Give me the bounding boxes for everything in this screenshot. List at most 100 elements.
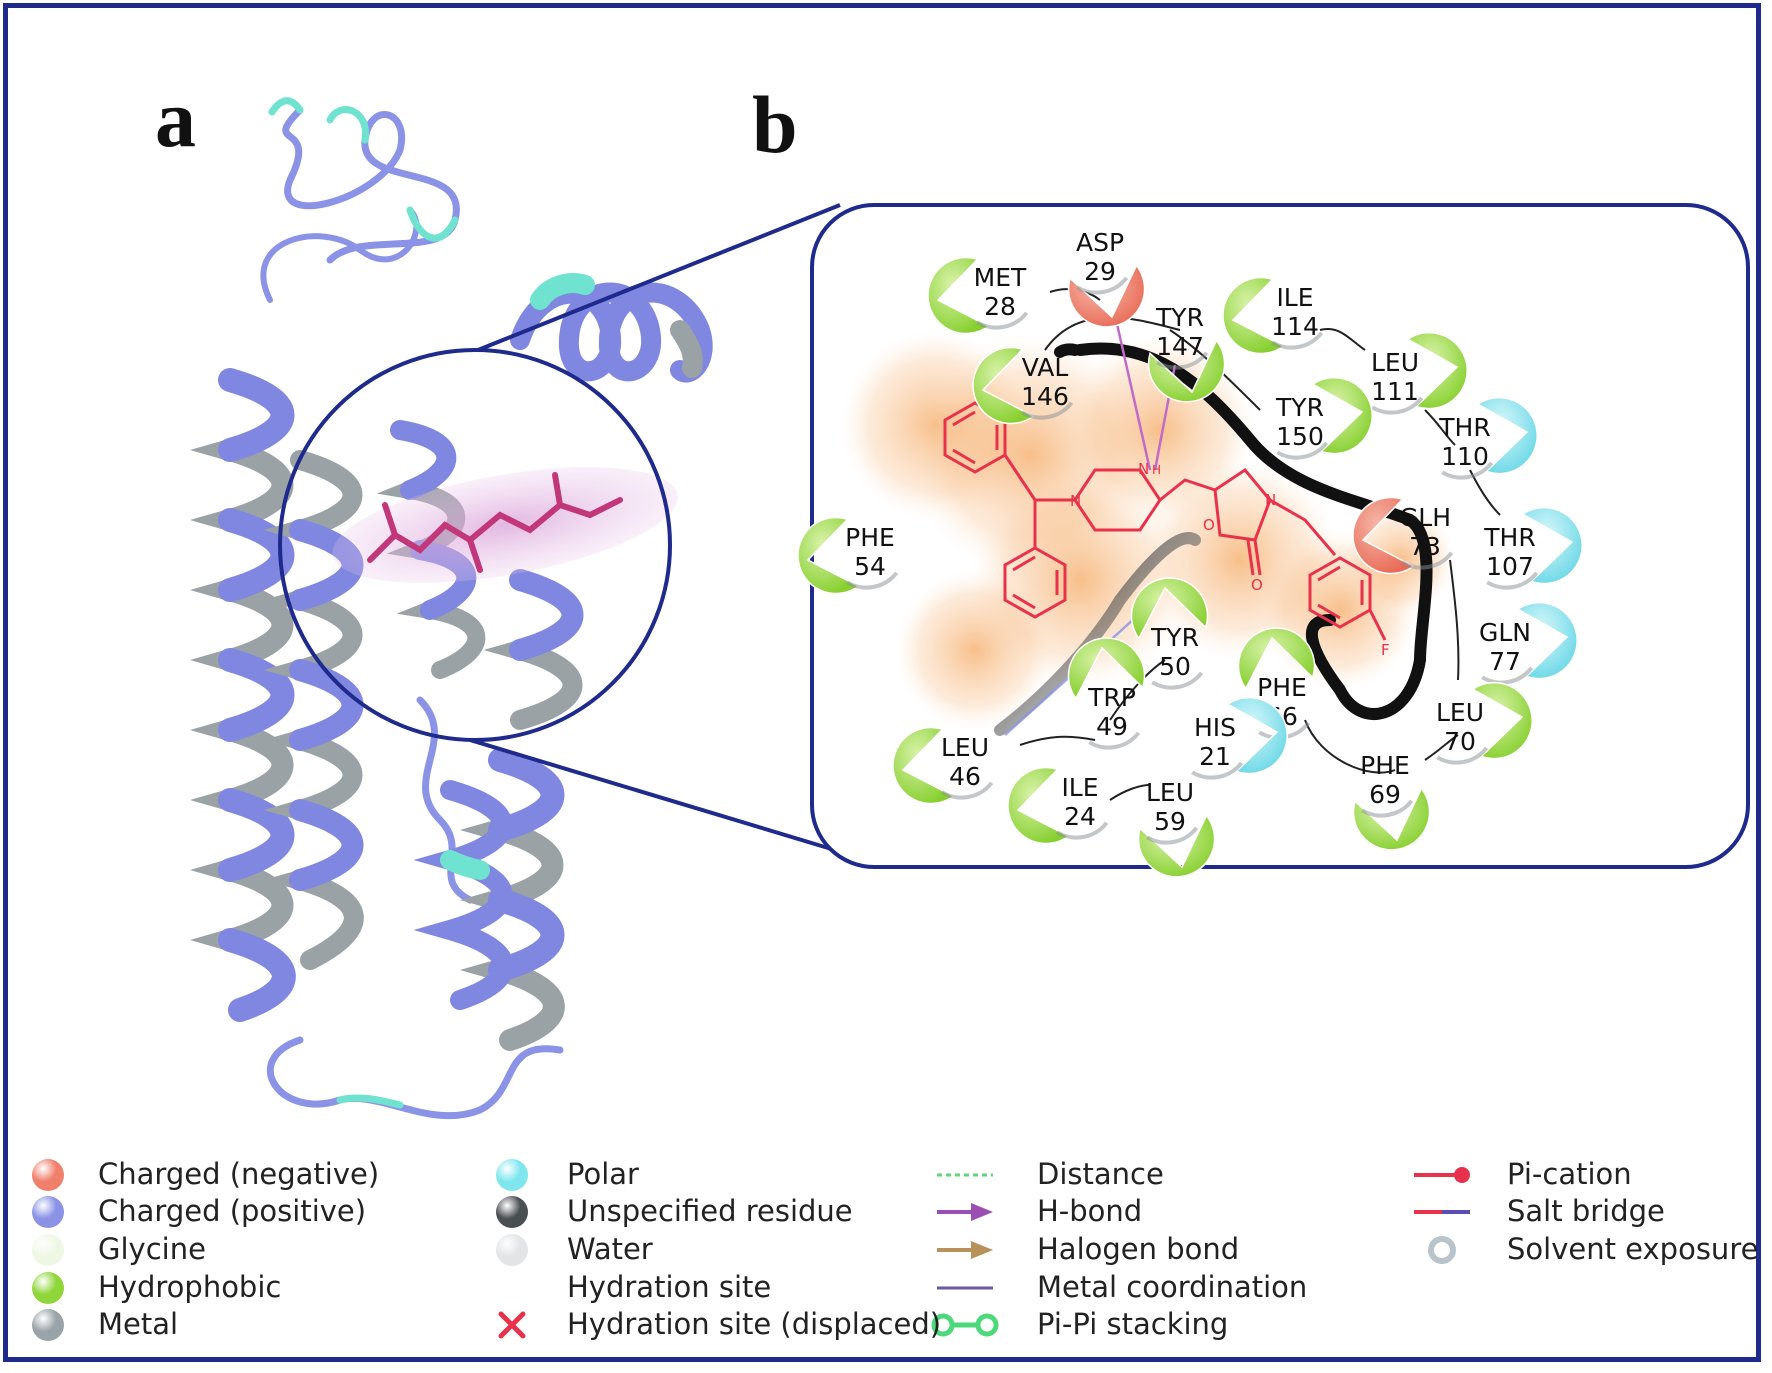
solvent-exposure-halo — [1361, 799, 1414, 818]
residue-name: GLH — [1399, 503, 1451, 532]
legend-symbol-sphere — [32, 1272, 64, 1304]
residue-number: 73 — [1409, 532, 1441, 561]
solvent-exposure-halo — [1271, 331, 1324, 350]
residue-number: 110 — [1441, 442, 1489, 471]
residue-marker-shape — [1226, 696, 1288, 775]
zoom-connector-bottom — [469, 738, 869, 862]
helix-left — [190, 368, 296, 1022]
solvent-exposure-halo — [1146, 826, 1199, 845]
residue-marker-shape — [1476, 396, 1538, 475]
residue-marker-shape — [1352, 496, 1415, 575]
loop-bottom — [266, 1036, 564, 1120]
solvent-exposure-halo — [941, 781, 994, 800]
residue-name: MET — [974, 263, 1027, 292]
atom-nh: N — [1138, 460, 1149, 478]
legend-symbols — [32, 1159, 1470, 1341]
residue-marker-shape — [1130, 577, 1209, 640]
residue-number: 150 — [1276, 422, 1324, 451]
residue-number: 50 — [1159, 652, 1191, 681]
legend-label: Solvent exposure — [1507, 1232, 1759, 1266]
loop-cyan-1 — [326, 106, 369, 144]
legend-symbol-sphere — [32, 1196, 64, 1228]
residue-number: 49 — [1096, 712, 1128, 741]
ligand-atom-labels: N N H O N O F — [1070, 460, 1390, 659]
legend-symbol-sphere — [32, 1309, 64, 1341]
residue-name: PHE — [1257, 673, 1307, 702]
solvent-exposure-halo — [1151, 671, 1204, 690]
residue-marker-shape — [1311, 376, 1373, 455]
residue-number: 21 — [1199, 742, 1231, 771]
residue-name: TYR — [1155, 303, 1204, 332]
panel-label-a: a — [155, 73, 196, 164]
residue-number: 77 — [1489, 647, 1521, 676]
solvent-exposure-halo — [1191, 761, 1244, 780]
residue-name: ILE — [1061, 773, 1098, 802]
residue-name: LEU — [1146, 778, 1194, 807]
residue-name: TYR — [1150, 623, 1199, 652]
helix-top-right — [510, 273, 713, 383]
legend-label: Metal coordination — [1037, 1270, 1308, 1304]
residue-name: LEU — [1371, 348, 1419, 377]
solvent-exposure-halo — [1481, 666, 1534, 685]
residue-marker-shape — [1067, 264, 1146, 328]
solvent-exposure-halo — [1401, 551, 1454, 570]
residue-name: ASP — [1076, 228, 1124, 257]
residue-number: 28 — [984, 292, 1016, 321]
residue-name: ILE — [1276, 283, 1313, 312]
residue-name: PHE — [845, 523, 895, 552]
residue-number: 147 — [1156, 332, 1204, 361]
residue-marker-shape — [892, 726, 955, 805]
legend-label: Pi-cation — [1507, 1157, 1632, 1191]
residue-marker-shape — [927, 256, 990, 335]
residue-marker-shape — [972, 346, 1035, 425]
atom-n2: N — [1265, 491, 1276, 509]
ligand-surface — [332, 467, 678, 583]
residue-name: THR — [1438, 413, 1490, 442]
legend-symbol-sphere — [32, 1159, 64, 1191]
residue-name: PHE — [1360, 751, 1410, 780]
panel-label-b: b — [752, 79, 798, 170]
legend-label: Water — [567, 1232, 653, 1266]
protein-ribbon — [190, 97, 713, 1120]
solvent-exposure-halo — [1088, 731, 1141, 750]
residue-marker-shape — [1406, 331, 1468, 410]
legend-symbol-ring — [1428, 1236, 1456, 1264]
residue-name: THR — [1483, 523, 1535, 552]
residue-name: LEU — [941, 733, 989, 762]
solvent-exposure-halo — [1441, 461, 1494, 480]
residue-marker-shape — [1516, 601, 1578, 680]
residue-name: TRP — [1087, 683, 1136, 712]
residue-number: 69 — [1369, 780, 1401, 809]
legend-symbol-sphere — [496, 1234, 528, 1266]
legend-symbol-arrow — [937, 1241, 993, 1259]
legend-symbol-arrow — [937, 1203, 993, 1221]
legend-label: Charged (positive) — [98, 1194, 367, 1228]
solvent-exposure-halo — [1371, 396, 1424, 415]
legend-label: Charged (negative) — [98, 1157, 380, 1191]
residue-name: LEU — [1436, 698, 1484, 727]
residue-marker-shape — [1471, 681, 1533, 760]
residue-number: 114 — [1271, 312, 1319, 341]
legend-label: H-bond — [1037, 1194, 1143, 1228]
residue-marker-shape — [1007, 766, 1070, 845]
legend-symbol-pication — [1414, 1167, 1470, 1183]
residue-marker-shape — [1521, 506, 1583, 585]
ligand-structure — [943, 401, 1387, 641]
atom-o-ring: O — [1203, 516, 1215, 534]
legend-symbol-sphere — [496, 1196, 528, 1228]
solvent-exposure-halo — [1276, 441, 1329, 460]
